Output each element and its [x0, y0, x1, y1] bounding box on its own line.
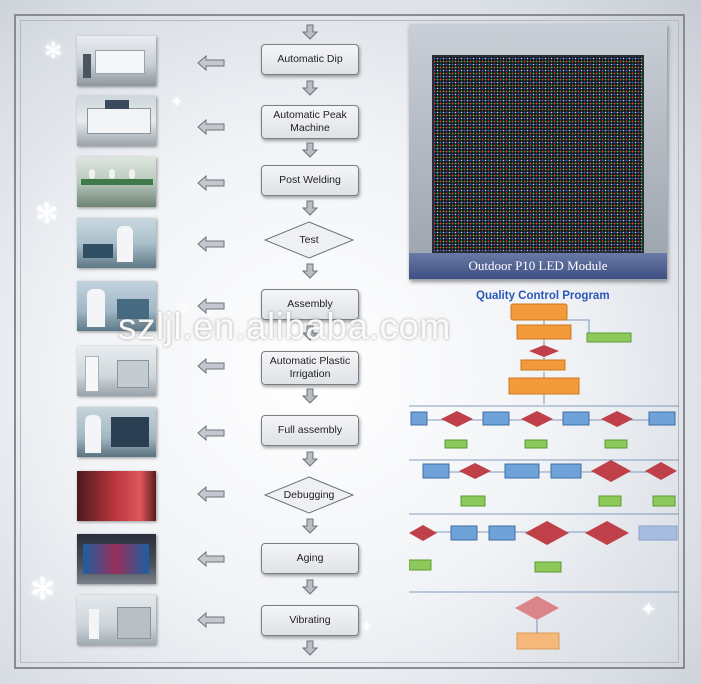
arrow-left-icon [197, 236, 225, 252]
product-photo-led-module [409, 24, 667, 280]
step-vibrating: Vibrating [261, 605, 359, 636]
photo-aging [77, 534, 156, 584]
arrow-down-icon [302, 579, 318, 595]
watermark: szljl.en.alibaba.com [118, 306, 451, 347]
snowflake-icon: ✦ [360, 619, 374, 636]
arrow-down-icon [302, 640, 318, 656]
step-aging: Aging [261, 543, 359, 574]
arrow-down-icon [302, 200, 318, 216]
snowflake-icon: ✻ [30, 573, 56, 606]
arrow-left-icon [197, 551, 225, 567]
inner-frame [20, 20, 679, 663]
arrow-left-icon [197, 425, 225, 441]
arrow-down-icon [302, 451, 318, 467]
arrow-down-icon [302, 142, 318, 158]
snowflake-icon: ✻ [35, 198, 59, 229]
photo-automatic-dip [77, 36, 156, 86]
arrow-down-icon [302, 325, 318, 341]
step-full-assembly: Full assembly [261, 415, 359, 446]
photo-debugging [77, 471, 156, 521]
snowflake-icon: ✦ [640, 599, 657, 621]
snowflake-icon: ✻ [44, 38, 63, 63]
product-caption: Outdoor P10 LED Module [409, 253, 667, 279]
decision-test-label: Test [299, 234, 319, 246]
step-automatic-dip: Automatic Dip [261, 44, 359, 75]
step-automatic-peak-machine: Automatic Peak Machine [261, 105, 359, 139]
photo-peak-machine [77, 96, 156, 146]
step-post-welding: Post Welding [261, 165, 359, 196]
arrow-left-icon [197, 119, 225, 135]
qc-title: Quality Control Program [476, 290, 610, 302]
photo-vibrating [77, 595, 156, 645]
arrow-left-icon [197, 486, 225, 502]
photo-test [77, 218, 156, 268]
arrow-left-icon [197, 298, 225, 314]
snowflake-icon: ✧ [175, 299, 191, 319]
arrow-left-icon [197, 358, 225, 374]
photo-post-welding [77, 157, 156, 207]
qc-flowchart [409, 303, 679, 650]
photo-plastic-irrigation [77, 346, 156, 396]
arrow-left-icon [197, 175, 225, 191]
step-automatic-plastic-irrigation: Automatic Plastic Irrigation [261, 351, 359, 385]
decision-debugging-label: Debugging [283, 489, 335, 501]
arrow-down-icon [302, 24, 318, 40]
step-assembly: Assembly [261, 289, 359, 320]
arrow-down-icon [302, 80, 318, 96]
outer-frame [14, 14, 685, 669]
decision-debugging: Debugging [264, 476, 354, 514]
decision-test: Test [264, 221, 354, 259]
arrow-left-icon [197, 55, 225, 71]
arrow-down-icon [302, 263, 318, 279]
snowflake-icon: ✦ [170, 94, 184, 111]
photo-full-assembly [77, 407, 156, 457]
arrow-down-icon [302, 518, 318, 534]
arrow-down-icon [302, 388, 318, 404]
arrow-left-icon [197, 612, 225, 628]
photo-assembly [77, 281, 156, 331]
